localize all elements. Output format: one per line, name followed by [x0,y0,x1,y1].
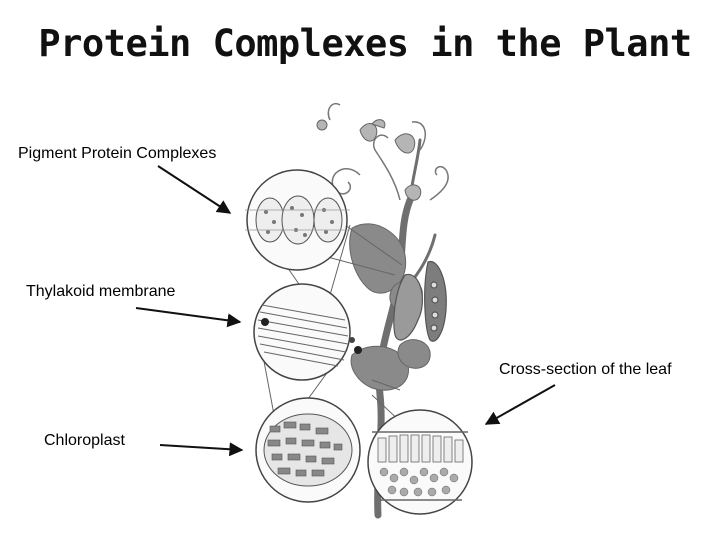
slide-title: Protein Complexes in the Plant [38,22,692,65]
arrow-chloroplast [159,442,244,457]
pigment-complex-circle [245,169,350,271]
chloroplast-circle [255,397,361,503]
arrow-cross-section [484,384,556,425]
tendrils [327,103,449,201]
leaf-cross-section-circle [367,409,473,515]
label-thylakoid-membrane: Thylakoid membrane [26,283,176,300]
flower-buds [316,119,422,201]
arrows [135,165,556,457]
label-pigment-protein-complexes: Pigment Protein Complexes [18,145,217,162]
thylakoid-circle [253,283,362,381]
label-chloroplast: Chloroplast [44,432,125,449]
arrow-thylakoid [135,307,242,328]
label-cross-section: Cross-section of the leaf [499,361,672,378]
pea-pods [393,261,447,342]
arrow-pigment [157,165,232,214]
